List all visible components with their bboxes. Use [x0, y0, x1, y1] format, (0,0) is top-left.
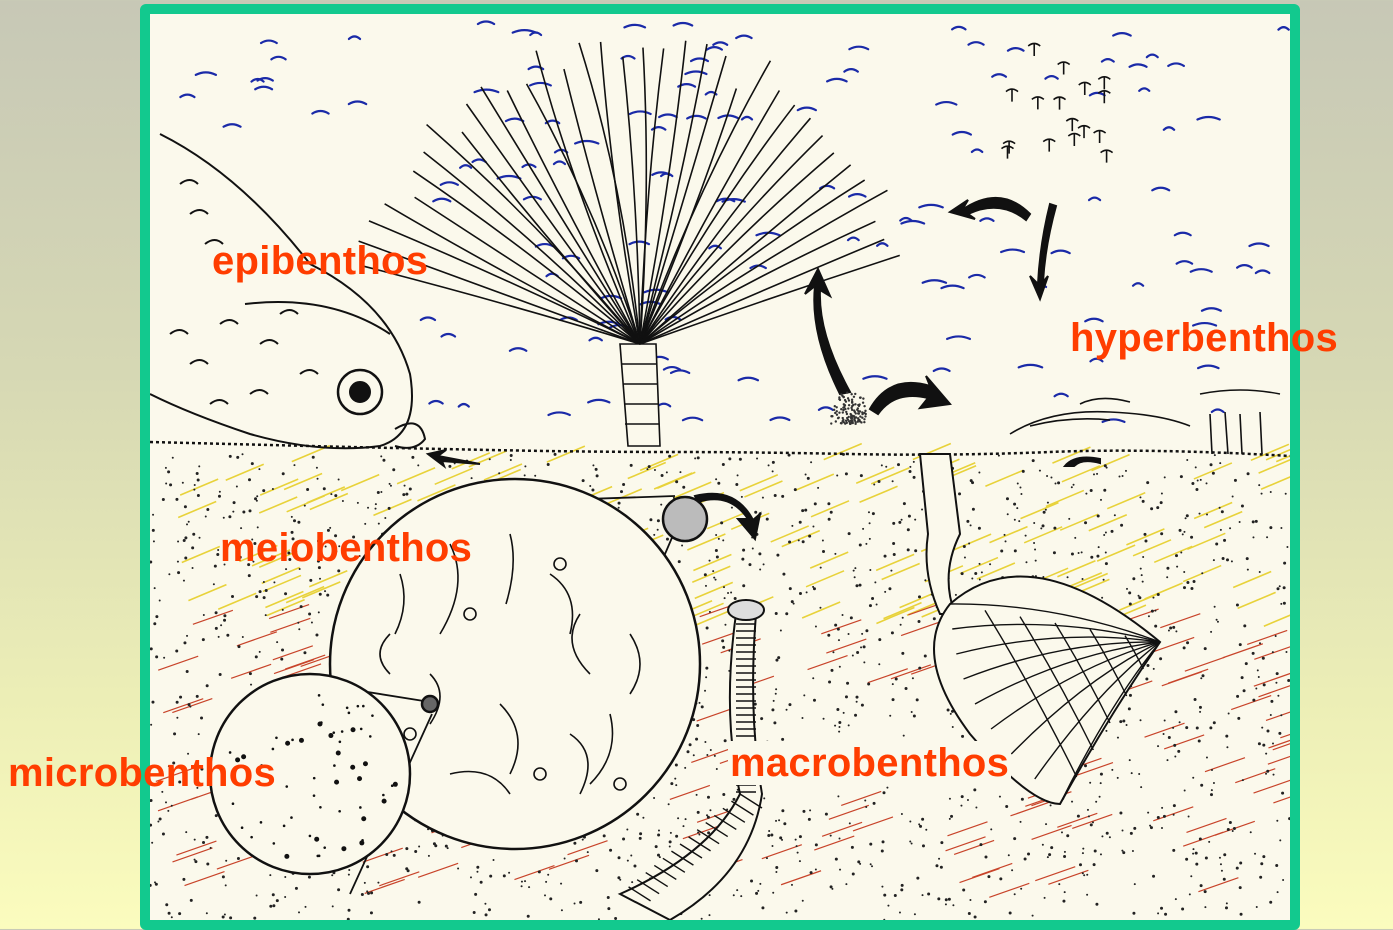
label-macrobenthos: macrobenthos: [728, 741, 1011, 785]
burrow: [920, 454, 960, 614]
label-meiobenthos: meiobenthos: [220, 526, 472, 570]
benthos-drawing: [150, 14, 1290, 920]
label-epibenthos: epibenthos: [212, 239, 428, 283]
label-hyperbenthos: hyperbenthos: [1070, 316, 1338, 360]
mysid-swarm: [1010, 390, 1280, 454]
label-microbenthos: microbenthos: [8, 751, 276, 795]
sediment-puff: [830, 391, 867, 425]
water-dashes: [180, 22, 1288, 422]
illustration-frame: epibenthos meiobenthos macrobenthos: [140, 4, 1300, 930]
fish: [150, 134, 425, 448]
plankton-cluster: [1001, 44, 1112, 163]
